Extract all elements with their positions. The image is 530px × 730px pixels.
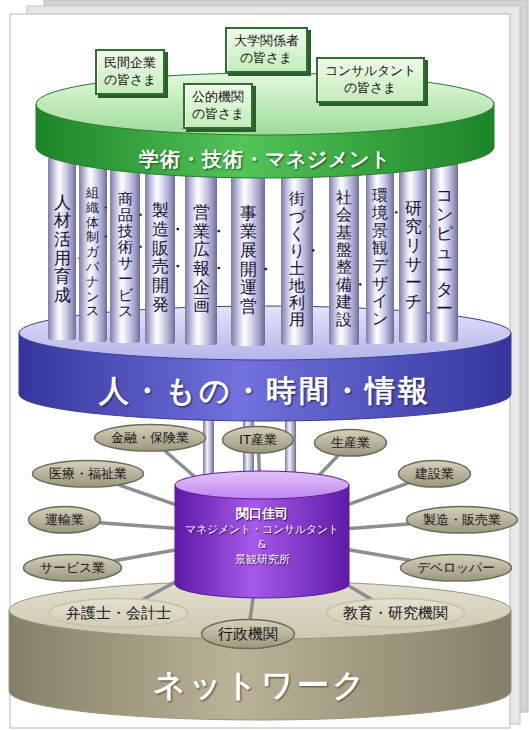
paper-sheet-front <box>10 14 510 728</box>
center-cylinder: 関口佳司マネジメント・コンサルタント & 景観研究所 <box>174 470 350 600</box>
pillar-label: 研究・リサーチ <box>405 199 422 311</box>
connector-line <box>114 550 174 560</box>
audience-label: 公的機関の皆さま <box>192 89 244 123</box>
industry-label: 行政機関 <box>218 625 278 643</box>
industry-oval: 建設業 <box>397 459 472 489</box>
industry-label: 生産業 <box>331 435 370 451</box>
pillar-label: 製造・販売・開発 <box>152 201 169 313</box>
industry-label: 教育・研究機関 <box>343 604 448 622</box>
oval-outline <box>49 599 187 628</box>
industry-label: 製造・販売業 <box>423 512 501 528</box>
drum-top <box>9 581 511 639</box>
oval-outline <box>28 507 100 534</box>
pillar-label: コンピューター <box>436 186 453 317</box>
industry-oval: 行政機関 <box>200 618 296 650</box>
disk-title: ネットワーク <box>8 664 512 708</box>
connector-line <box>120 485 174 504</box>
industry-oval: 金融・保険業 <box>93 423 207 453</box>
pillar-label: 人材活用・育成 <box>54 193 71 305</box>
pillar: 商品・技術・サービス <box>110 167 140 343</box>
industry-oval: 医療・福祉業 <box>31 459 145 489</box>
pillar: 街づくり・土地利用 <box>281 174 313 346</box>
oval-outline <box>398 461 470 488</box>
industry-label: 金融・保険業 <box>111 430 189 446</box>
industry-oval: 運輸業 <box>27 505 102 535</box>
industry-oval: IT産業 <box>221 425 295 455</box>
oval-outline <box>326 599 464 628</box>
disk-title: 人・もの・時間・情報 <box>18 371 512 412</box>
industry-label: 弁護士・会計士 <box>66 604 171 622</box>
oval-outline <box>401 555 512 582</box>
industry-oval: サービス業 <box>22 553 123 583</box>
drum-top <box>19 306 511 360</box>
pillar: 組織・体制・ガバナンス <box>79 163 107 342</box>
audience-label: コンサルタントの皆さま <box>325 63 416 97</box>
oval-outline <box>314 430 386 457</box>
oval-outline <box>33 461 144 488</box>
industry-oval: デベロッパー <box>399 553 513 583</box>
pillar-label: 社会基盤整備・建設 <box>336 189 352 328</box>
pillar: 営業・広報・企画 <box>185 173 217 345</box>
industry-label: IT産業 <box>239 432 277 448</box>
industry-oval: 弁護士・会計士 <box>48 597 189 629</box>
industry-oval: 教育・研究機関 <box>325 597 466 629</box>
audience-label: 大学関係者の皆さま <box>234 33 299 67</box>
pillar: 研究・リサーチ <box>399 166 427 343</box>
industry-label: デベロッパー <box>417 560 495 576</box>
disk-title: 学術・技術・マネジメント <box>35 146 495 173</box>
connector-line <box>350 550 410 560</box>
industry-label: 建設業 <box>415 466 454 482</box>
audience-box: 大学関係者の皆さま <box>225 27 308 73</box>
center-label: 関口佳司 <box>174 506 350 523</box>
oval-outline <box>95 425 206 452</box>
pillar: 環境・景観デザイン <box>366 170 394 344</box>
drum-side <box>175 485 349 598</box>
pillar-label: 事業展開・運営 <box>240 204 257 316</box>
oval-outline <box>407 507 518 534</box>
industry-label: 医療・福祉業 <box>49 466 127 482</box>
pillar: コンピューター <box>430 162 458 342</box>
oval-outline <box>202 620 295 649</box>
connector-line <box>100 523 174 529</box>
pillar-label: 営業・広報・企画 <box>193 203 210 315</box>
industry-oval: 製造・販売業 <box>405 505 519 535</box>
drum-top <box>175 471 349 499</box>
pillar: 製造・販売・開発 <box>145 170 175 344</box>
oval-outline <box>23 555 121 582</box>
audience-box: コンサルタントの皆さま <box>316 57 425 103</box>
audience-box: 公的機関の皆さま <box>183 83 253 129</box>
connector-line <box>350 524 408 528</box>
industry-oval: 生産業 <box>313 428 388 458</box>
pillar: 人材活用・育成 <box>48 157 76 340</box>
industry-label: 運輸業 <box>45 512 84 528</box>
pillar: 社会基盤整備・建設 <box>329 172 359 345</box>
audience-box: 民間企業の皆さま <box>95 49 165 95</box>
pillar-label: 街づくり・土地利用 <box>289 190 305 328</box>
drum-top <box>36 73 494 135</box>
connector-line <box>350 483 407 503</box>
pillar-label: 環境・景観デザイン <box>372 187 388 328</box>
pillar-label: 商品・技術・サービス <box>118 191 133 319</box>
pillar: 事業展開・運営 <box>231 174 265 346</box>
industry-label: サービス業 <box>40 560 105 576</box>
center-label: マネジメント・コンサルタント & 景観研究所 <box>180 523 345 568</box>
pillar-label: 組織・体制・ガバナンス <box>86 186 99 319</box>
audience-label: 民間企業の皆さま <box>104 55 156 89</box>
oval-outline <box>223 427 294 454</box>
